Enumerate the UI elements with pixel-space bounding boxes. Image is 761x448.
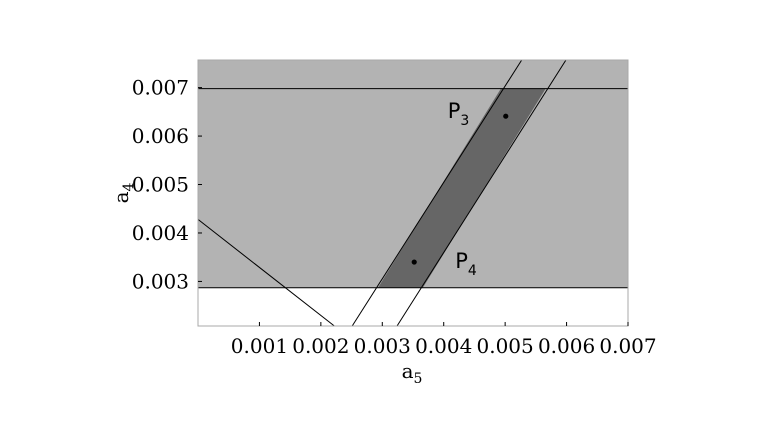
- point-p3-dot: [503, 113, 509, 119]
- y-axis-label-base: a: [109, 191, 133, 203]
- y-tick-label: 0.003: [132, 269, 189, 293]
- boundary-line-5: [396, 59, 567, 327]
- y-axis-ticks: 0.003 0.004 0.005 0.006 0.007: [132, 76, 202, 293]
- point-p4-dot: [411, 259, 417, 265]
- lines-layer: [197, 59, 628, 327]
- y-tick-label: 0.007: [132, 76, 189, 100]
- y-axis-label-sub: 4: [121, 182, 137, 191]
- boundary-line-4: [351, 59, 523, 327]
- x-tick-label: 0.003: [354, 334, 411, 358]
- point-label-sub: 3: [460, 113, 469, 129]
- x-axis-label-base: a: [402, 359, 414, 383]
- y-tick-label: 0.004: [132, 221, 189, 245]
- point-label-sub: 4: [468, 263, 477, 279]
- x-tick-label: 0.005: [477, 334, 534, 358]
- point-label-base: P: [455, 249, 468, 273]
- x-tick-label: 0.004: [415, 334, 472, 358]
- plot-frame: [197, 59, 629, 327]
- y-tick-label: 0.005: [132, 173, 189, 197]
- dark-region: [377, 88, 546, 288]
- y-axis-label: a4: [109, 182, 137, 203]
- boundary-line-3: [197, 219, 335, 327]
- point-p3-label: P3: [448, 99, 470, 129]
- x-tick-label: 0.007: [599, 334, 656, 358]
- x-axis-label-sub: 5: [414, 371, 423, 387]
- x-axis-label: a5: [402, 359, 423, 387]
- y-tick-label: 0.006: [132, 124, 189, 148]
- point-label-base: P: [448, 99, 461, 123]
- regions-layer: [198, 60, 628, 288]
- x-tick-label: 0.002: [292, 334, 349, 358]
- x-tick-label: 0.006: [538, 334, 595, 358]
- x-tick-label: 0.001: [231, 334, 288, 358]
- point-p4-label: P4: [455, 249, 477, 279]
